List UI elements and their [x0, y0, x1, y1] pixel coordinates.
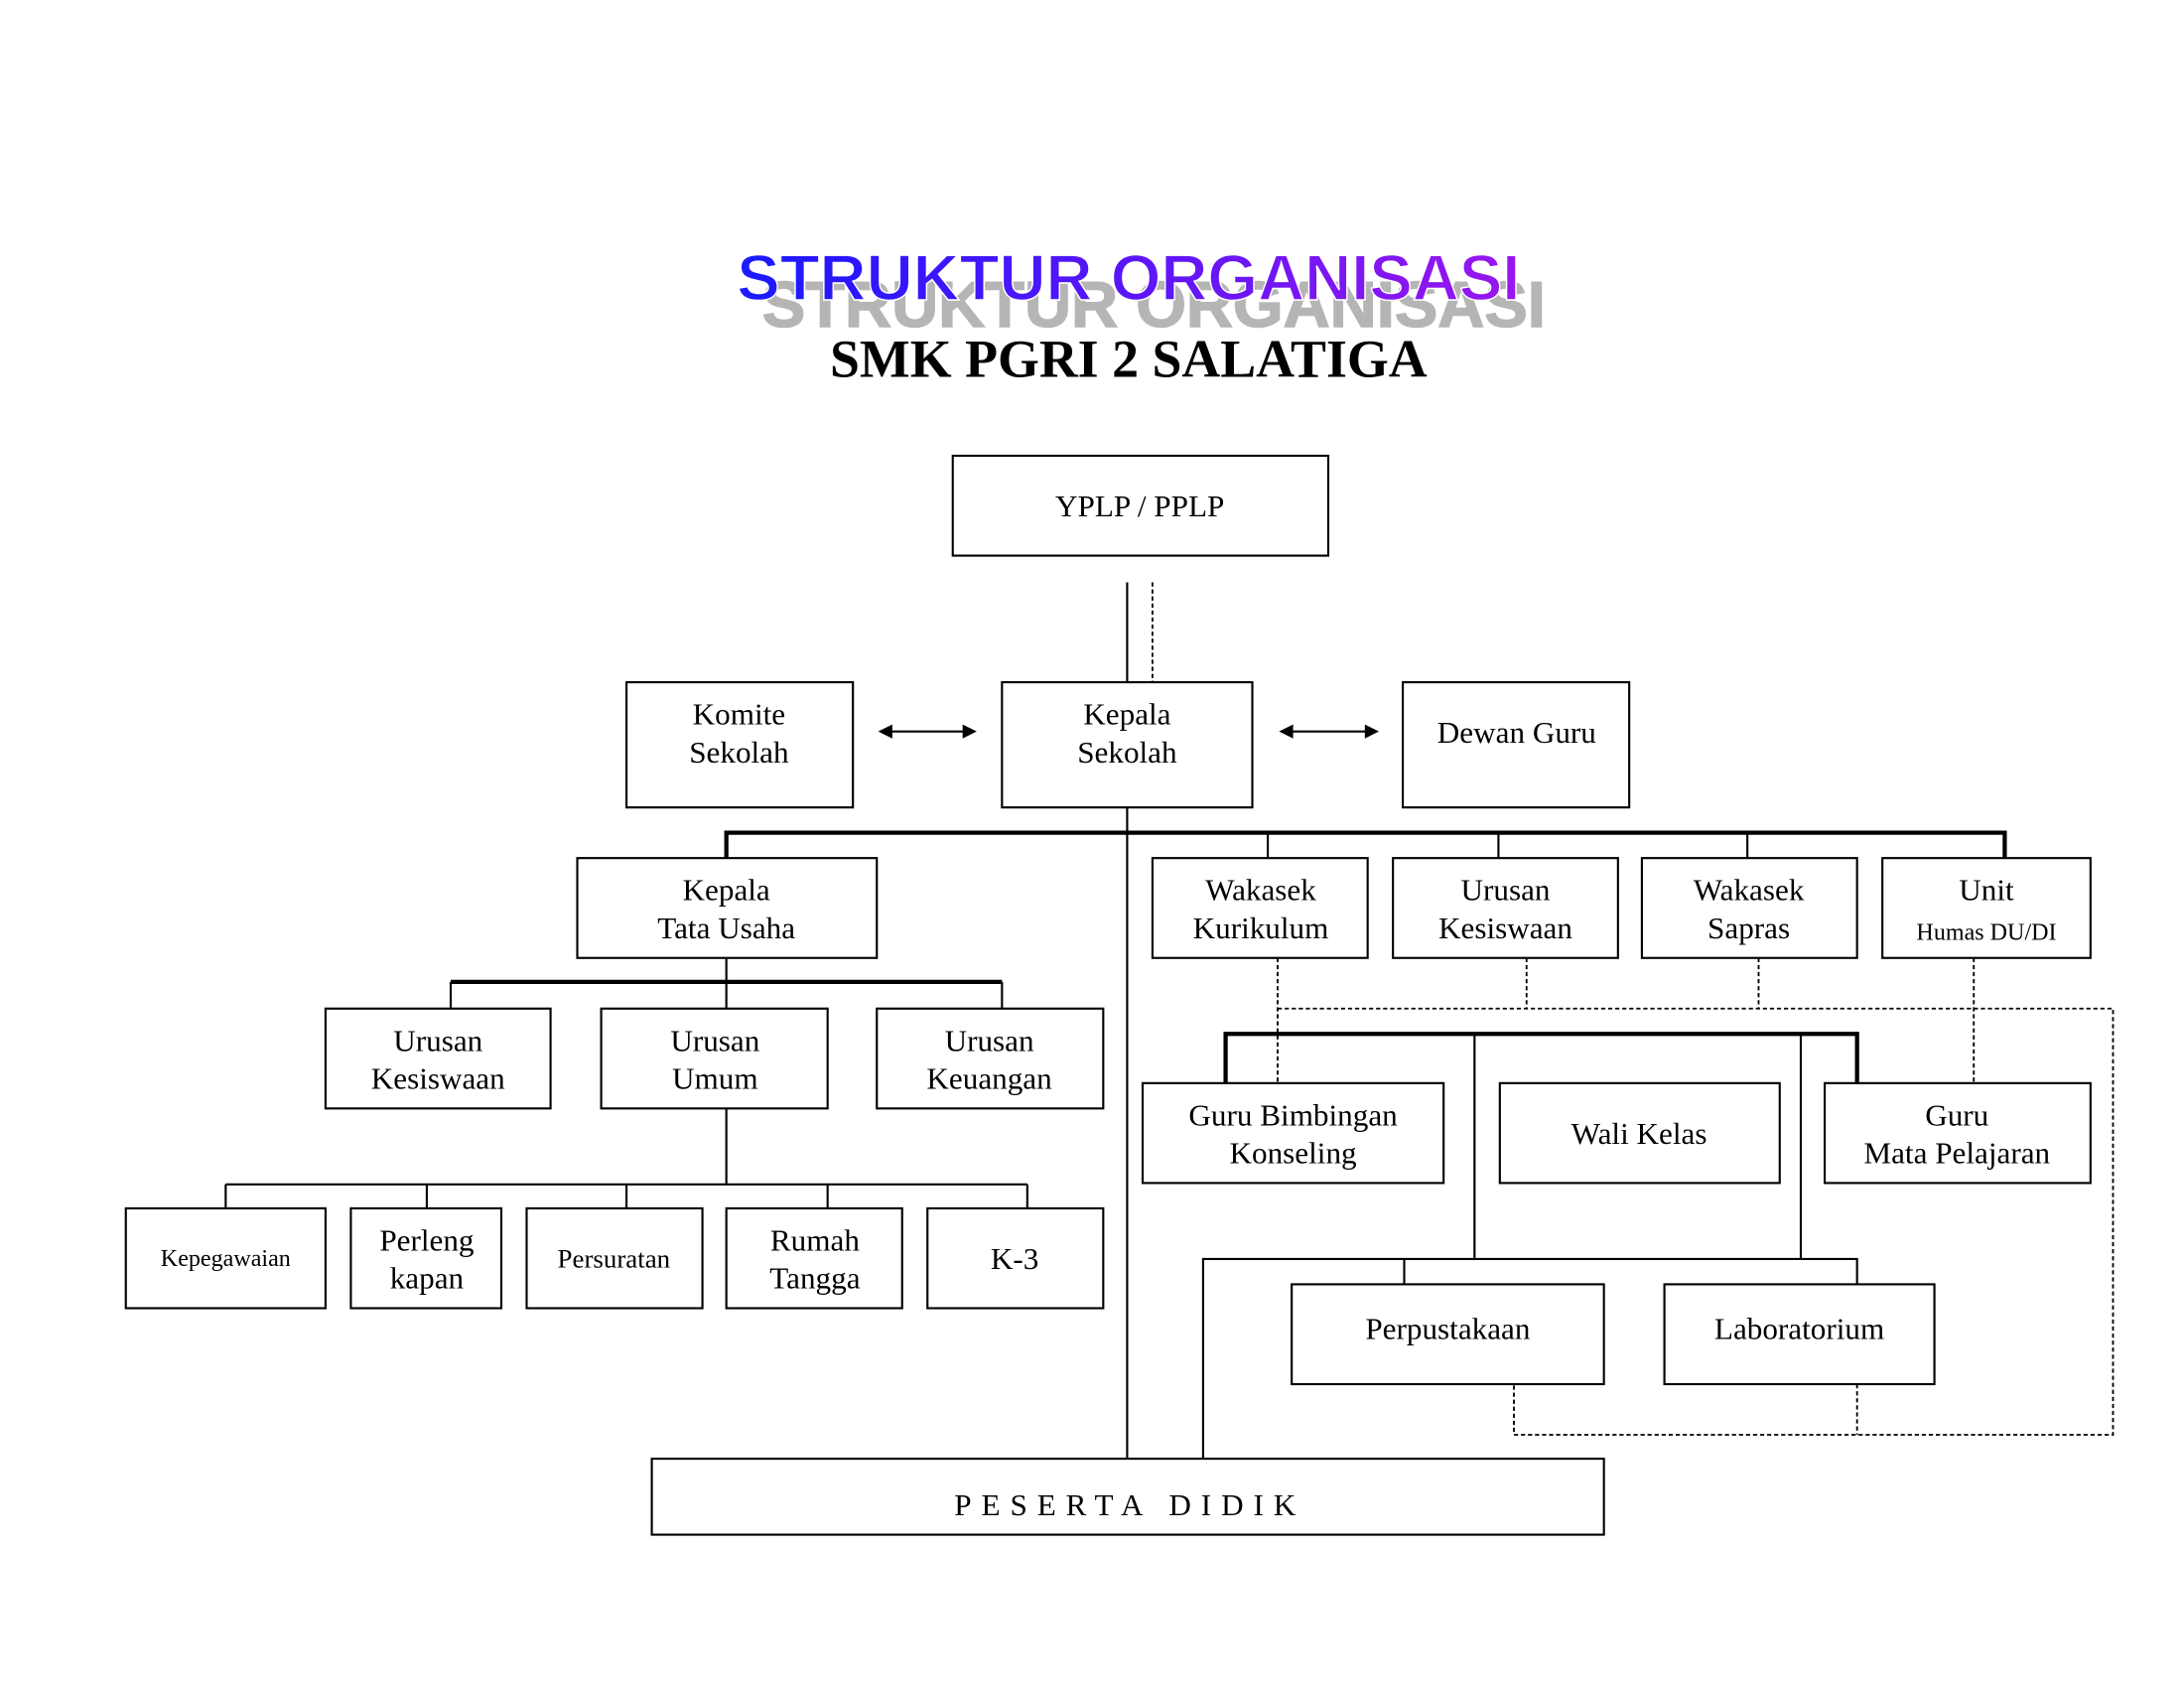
node-label: Tangga	[769, 1261, 860, 1296]
node-label: Guru	[1925, 1097, 1988, 1132]
node-yplp[interactable]: YPLP / PPLP	[951, 454, 1330, 557]
node-label: Keuangan	[926, 1061, 1052, 1096]
node-label: Perleng	[379, 1222, 474, 1257]
page-subtitle: SMK PGRI 2 SALATIGA	[830, 330, 1428, 389]
node-label: Tata Usaha	[657, 911, 795, 945]
node-perlengkapan[interactable]: Perleng kapan	[349, 1206, 503, 1310]
node-label: Urusan	[945, 1023, 1034, 1057]
node-label: Sekolah	[1077, 735, 1177, 770]
node-kepegawaian[interactable]: Kepegawaian	[124, 1206, 327, 1310]
node-k3[interactable]: K-3	[926, 1206, 1105, 1310]
node-label: Mata Pelajaran	[1863, 1136, 2050, 1171]
node-dewan-guru[interactable]: Dewan Guru	[1402, 681, 1631, 809]
node-label: Laboratorium	[1714, 1312, 1884, 1346]
node-label: Komite	[693, 697, 785, 732]
node-label: Kepala	[683, 873, 770, 908]
node-label: Perpustakaan	[1365, 1312, 1531, 1346]
node-label: Urusan	[670, 1023, 759, 1057]
node-label: Rumah	[770, 1222, 860, 1257]
node-label: Persuratan	[558, 1243, 671, 1273]
node-label: Sekolah	[689, 735, 789, 770]
node-label: Humas DU/DI	[1916, 919, 2056, 945]
node-label: Wakasek	[1205, 873, 1316, 908]
node-label: Kepala	[1083, 697, 1170, 732]
connectors	[224, 582, 2115, 1460]
node-label: Kesiswaan	[1438, 911, 1572, 945]
node-label: YPLP / PPLP	[1055, 489, 1224, 523]
node-label: Kepegawaian	[161, 1246, 291, 1272]
node-label: Kurikulum	[1193, 911, 1329, 945]
node-peserta-didik[interactable]: PESERTA DIDIK	[650, 1458, 1605, 1536]
node-laboratorium[interactable]: Laboratorium	[1663, 1283, 1936, 1386]
node-label: Umum	[672, 1061, 758, 1096]
node-label: Kesiswaan	[371, 1061, 505, 1096]
node-label: Wakasek	[1694, 873, 1805, 908]
node-persuratan[interactable]: Persuratan	[525, 1206, 704, 1310]
node-label: K-3	[991, 1241, 1038, 1276]
node-label: Urusan	[393, 1023, 482, 1057]
node-label: Guru Bimbingan	[1188, 1097, 1398, 1132]
node-label: kapan	[390, 1261, 465, 1296]
node-label: Dewan Guru	[1437, 715, 1596, 750]
page-title: STRUKTUR ORGANISASI	[737, 241, 1520, 314]
node-perpustakaan[interactable]: Perpustakaan	[1291, 1283, 1605, 1386]
node-label: Wali Kelas	[1571, 1116, 1707, 1151]
node-label: Urusan	[1460, 873, 1550, 908]
node-label: Konseling	[1230, 1136, 1357, 1171]
node-label: PESERTA DIDIK	[954, 1487, 1305, 1522]
node-wali-kelas[interactable]: Wali Kelas	[1498, 1081, 1781, 1185]
node-label: Sapras	[1707, 911, 1790, 945]
node-label: Unit	[1959, 873, 2014, 908]
